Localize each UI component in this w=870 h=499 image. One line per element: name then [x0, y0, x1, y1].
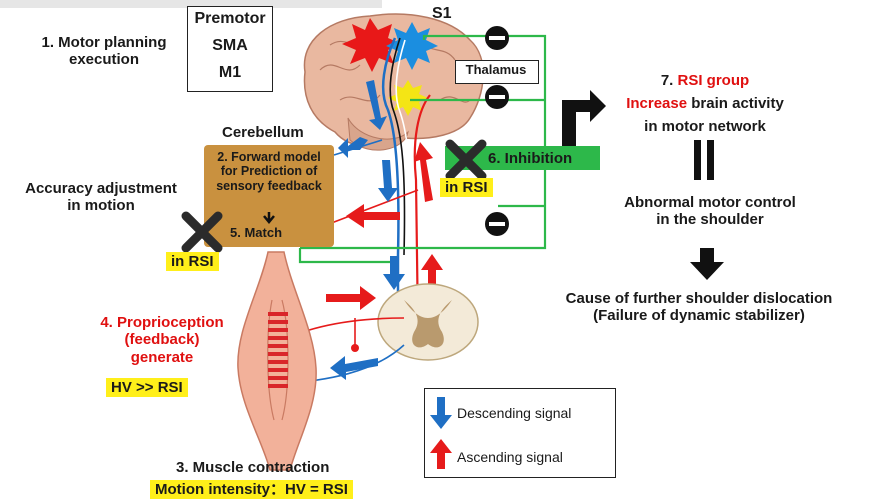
- sma-label: SMA: [189, 37, 271, 55]
- thalamus-label: Thalamus: [455, 63, 537, 78]
- motion-intensity-badge: Motion intensity：HV = RSI: [150, 480, 353, 499]
- match-label: 5. Match: [230, 226, 282, 241]
- in-rsi-left-badge: in RSI: [166, 252, 219, 271]
- cerebellum-label: Cerebellum: [222, 124, 304, 141]
- muscle-illustration: [238, 252, 316, 470]
- cause-label: Cause of further shoulder dislocation (F…: [534, 290, 864, 325]
- equals-icon: [694, 140, 714, 180]
- descending-arrow: [378, 160, 398, 202]
- rsi-group-num: 7.: [661, 72, 678, 89]
- increase-rest: brain activity: [687, 95, 784, 112]
- in-rsi-right-badge: in RSI: [440, 178, 493, 197]
- minus-circle-icon: [485, 26, 509, 50]
- down-arrow-icon: [690, 248, 724, 280]
- motor-planning-label: 1. Motor planning execution: [24, 34, 184, 69]
- spinal-cord: [378, 284, 478, 360]
- minus-circle-icon: [485, 212, 509, 236]
- increase-word: Increase: [626, 95, 687, 112]
- accuracy-label: Accuracy adjustment in motion: [4, 180, 198, 215]
- proprioception-label: 4. Proprioception (feedback) generate: [76, 314, 248, 366]
- premotor-label: Premotor: [189, 10, 271, 28]
- abnormal-motor-label: Abnormal motor control in the shoulder: [590, 194, 830, 229]
- m1-label: M1: [189, 64, 271, 82]
- descending-legend-icon: [430, 397, 452, 429]
- legend-ascending-label: Ascending signal: [457, 449, 563, 465]
- hv-rsi-proprio-badge: HV >> RSI: [106, 378, 188, 397]
- forward-model-label: 2. Forward model for Prediction of senso…: [206, 150, 332, 193]
- inhibition-label: 6. Inhibition: [488, 150, 572, 167]
- rsi-group-heading: 7. RSI group: [600, 72, 810, 89]
- legend-descending-label: Descending signal: [457, 405, 571, 421]
- increase-line: Increase brain activity: [600, 95, 810, 112]
- muscle-contraction-label: 3. Muscle contraction: [176, 459, 329, 476]
- ascending-legend-icon: [430, 439, 452, 469]
- s1-label: S1: [432, 5, 452, 23]
- minus-circle-icon: [485, 85, 509, 109]
- ascending-arrow: [326, 286, 376, 310]
- motor-network-label: in motor network: [600, 118, 810, 135]
- rsi-group-text: RSI group: [678, 72, 750, 89]
- legend-box: Descending signal Ascending signal: [424, 388, 616, 478]
